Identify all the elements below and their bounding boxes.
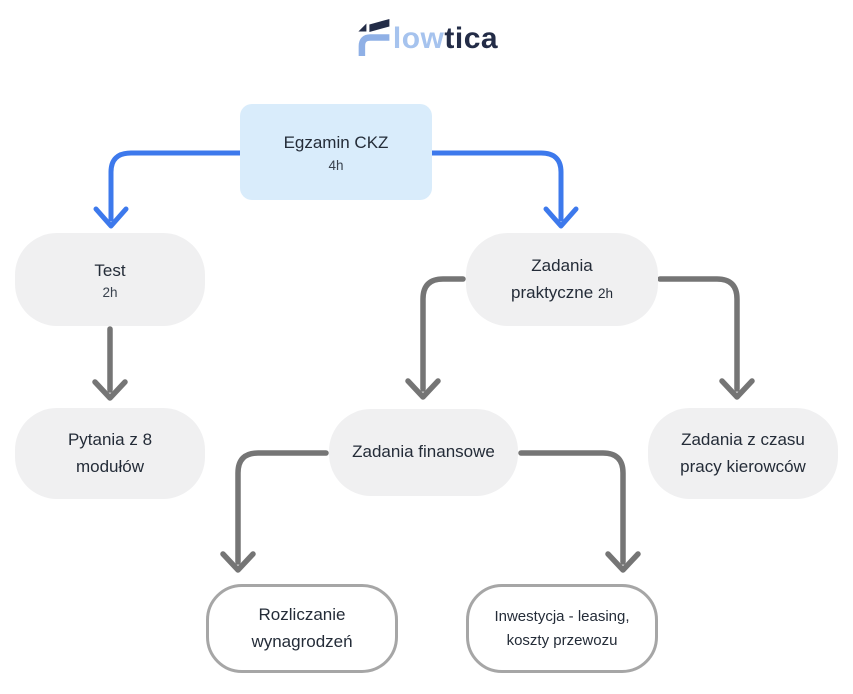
node-czas-line1: Zadania z czasu [681, 430, 805, 450]
node-egzamin-title: Egzamin CKZ [283, 133, 389, 153]
edge-finansowe-to-inwestycja [518, 450, 641, 573]
logo-text-light: low [392, 21, 445, 55]
logo-text-dark: tica [444, 21, 499, 55]
node-zadania-z-czasu-pracy: Zadania z czasu pracy kierowców [648, 408, 838, 499]
node-praktyczne-line2: praktyczne 2h [511, 282, 613, 302]
node-inwestycja-line2: koszty przewozu [506, 631, 618, 649]
node-pytania-line2: modułów [75, 456, 145, 476]
node-finansowe-title: Zadania finansowe [352, 442, 495, 462]
node-praktyczne-line1: Zadania [531, 256, 593, 276]
edge-test-to-pytania [92, 326, 128, 401]
node-rozliczanie-wynagrodzen: Rozliczanie wynagrodzeń [206, 584, 398, 673]
node-zadania-praktyczne: Zadania praktyczne 2h [466, 233, 658, 326]
node-inwestycja-leasing: Inwestycja - leasing, koszty przewozu [466, 584, 658, 673]
node-test-title: Test [94, 260, 126, 280]
edge-egzamin-to-test [93, 150, 244, 229]
node-pytania-line1: Pytania z 8 [67, 430, 153, 450]
node-rozliczanie-line1: Rozliczanie [258, 605, 346, 625]
node-zadania-finansowe: Zadania finansowe [329, 409, 518, 496]
node-egzamin-ckz: Egzamin CKZ 4h [240, 104, 432, 200]
edge-egzamin-to-praktyczne [428, 150, 579, 229]
node-inwestycja-line1: Inwestycja - leasing, [494, 608, 630, 626]
node-test: Test 2h [15, 233, 205, 326]
edge-finansowe-to-rozliczanie [220, 450, 329, 573]
edge-praktyczne-to-finansowe [405, 276, 466, 400]
node-test-duration: 2h [102, 285, 118, 301]
node-pytania-z-8-modulow: Pytania z 8 modułów [15, 408, 205, 499]
edge-praktyczne-to-czas [657, 276, 755, 400]
node-praktyczne-duration: 2h [597, 285, 613, 301]
node-rozliczanie-line2: wynagrodzeń [251, 631, 353, 651]
node-czas-line2: pracy kierowców [680, 456, 806, 476]
flowtica-f-logo-icon [355, 16, 391, 61]
node-egzamin-duration: 4h [328, 157, 344, 173]
